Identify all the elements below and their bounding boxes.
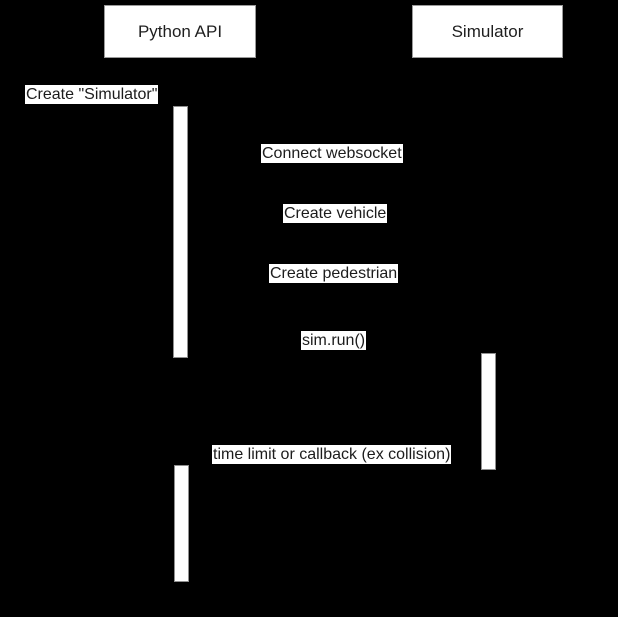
- arrow-create-pedestrian: [188, 285, 488, 286]
- arrow-time-limit-callback: [188, 466, 488, 467]
- arrow-connect-websocket: [188, 165, 488, 166]
- participant-python-api[interactable]: Python API: [104, 5, 256, 58]
- activation-python-api-first[interactable]: [173, 106, 188, 358]
- participant-simulator-label: Simulator: [451, 22, 524, 41]
- lifeline-simulator: [488, 58, 489, 582]
- message-label-create-simulator: Create "Simulator": [25, 85, 159, 104]
- message-label-create-vehicle: Create vehicle: [283, 204, 388, 223]
- message-label-connect-websocket: Connect websocket: [261, 144, 403, 163]
- message-label-time-limit-callback: time limit or callback (ex collision): [212, 445, 452, 464]
- arrow-create-simulator: [20, 105, 173, 106]
- activation-simulator[interactable]: [481, 353, 496, 470]
- message-label-create-pedestrian: Create pedestrian: [269, 264, 399, 283]
- message-label-sim-run: sim.run(): [301, 331, 367, 350]
- activation-python-api-second[interactable]: [174, 465, 189, 582]
- arrow-create-vehicle: [188, 225, 488, 226]
- participant-python-api-label: Python API: [137, 22, 223, 41]
- participant-simulator[interactable]: Simulator: [412, 5, 563, 58]
- arrow-sim-run: [188, 352, 488, 353]
